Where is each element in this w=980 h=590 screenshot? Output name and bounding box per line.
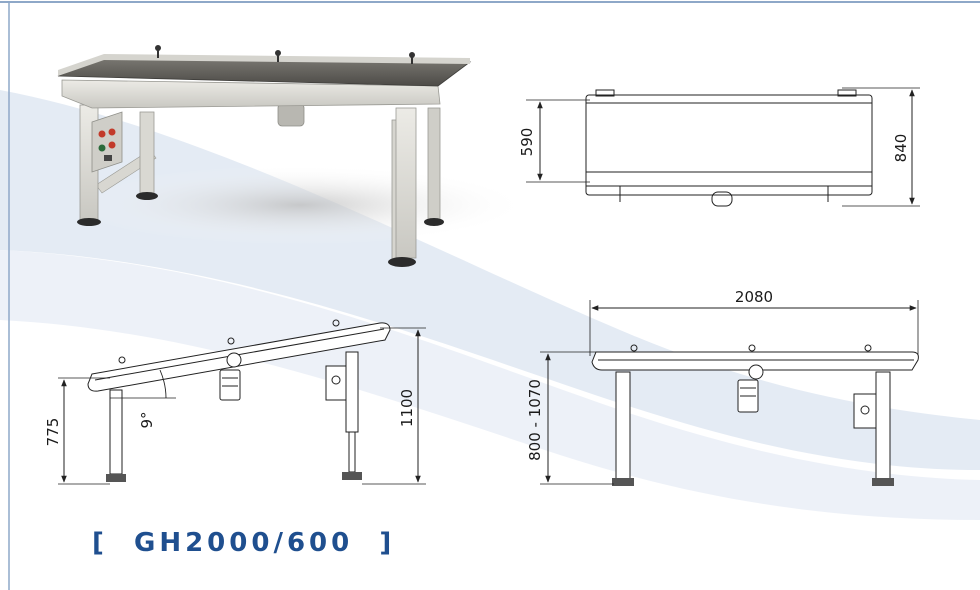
dim-length: 2080 <box>735 288 773 306</box>
conveyor-render <box>57 45 530 267</box>
top-view-drawing <box>526 87 920 207</box>
dim-incline-low-height: 775 <box>44 418 62 447</box>
dim-side-height-range: 800 - 1070 <box>526 379 544 461</box>
dim-top-width: 590 <box>518 128 536 157</box>
dim-incline-high-height: 1100 <box>398 389 416 427</box>
incline-side-view-drawing <box>58 319 426 485</box>
dim-top-overall: 840 <box>892 134 910 163</box>
horizontal-side-view-drawing <box>540 300 919 486</box>
background-swoosh-lower <box>0 250 980 520</box>
dim-incline-angle: 9° <box>138 411 156 428</box>
model-title: [ GH2000/600 ] <box>92 528 396 558</box>
